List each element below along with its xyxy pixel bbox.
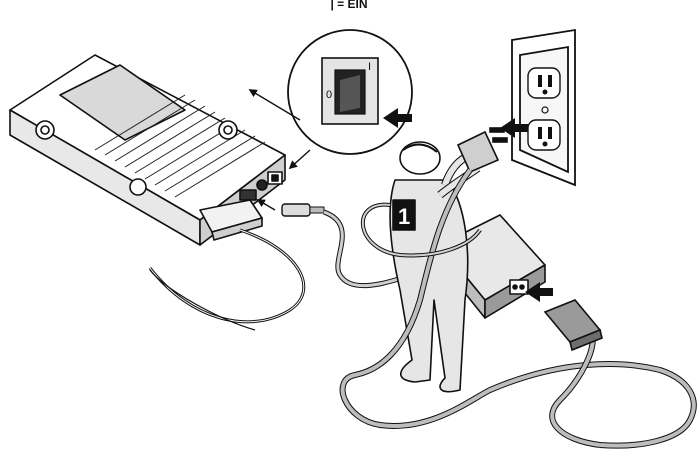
arrow-icon bbox=[383, 108, 412, 128]
scsi-port bbox=[239, 189, 257, 201]
outlet-screw bbox=[541, 106, 549, 114]
callout-arrow-icon bbox=[248, 89, 301, 121]
external-drive bbox=[9, 54, 286, 246]
figure-badge bbox=[392, 199, 416, 231]
scsi-cable bbox=[148, 228, 306, 324]
switch-on-mark: I bbox=[368, 61, 371, 73]
figure-character: 1 bbox=[389, 141, 481, 393]
switch-callout: 0 I bbox=[287, 29, 413, 155]
power-jack bbox=[256, 179, 268, 191]
loose-cable bbox=[149, 269, 256, 331]
figure-badge-number: 1 bbox=[398, 204, 410, 229]
callout-arrow-icon bbox=[288, 149, 311, 170]
dc-plug bbox=[281, 203, 325, 217]
switch-off-mark: 0 bbox=[326, 89, 332, 101]
wall-outlet bbox=[511, 28, 576, 187]
arrow-icon bbox=[500, 118, 528, 138]
iec-connector bbox=[543, 299, 603, 352]
dc-arrow-icon bbox=[256, 199, 276, 211]
power-on-label: | = EIN bbox=[330, 0, 368, 11]
arrow-icon bbox=[525, 282, 553, 302]
screw-icon bbox=[129, 178, 147, 196]
ac-plug bbox=[456, 127, 508, 174]
